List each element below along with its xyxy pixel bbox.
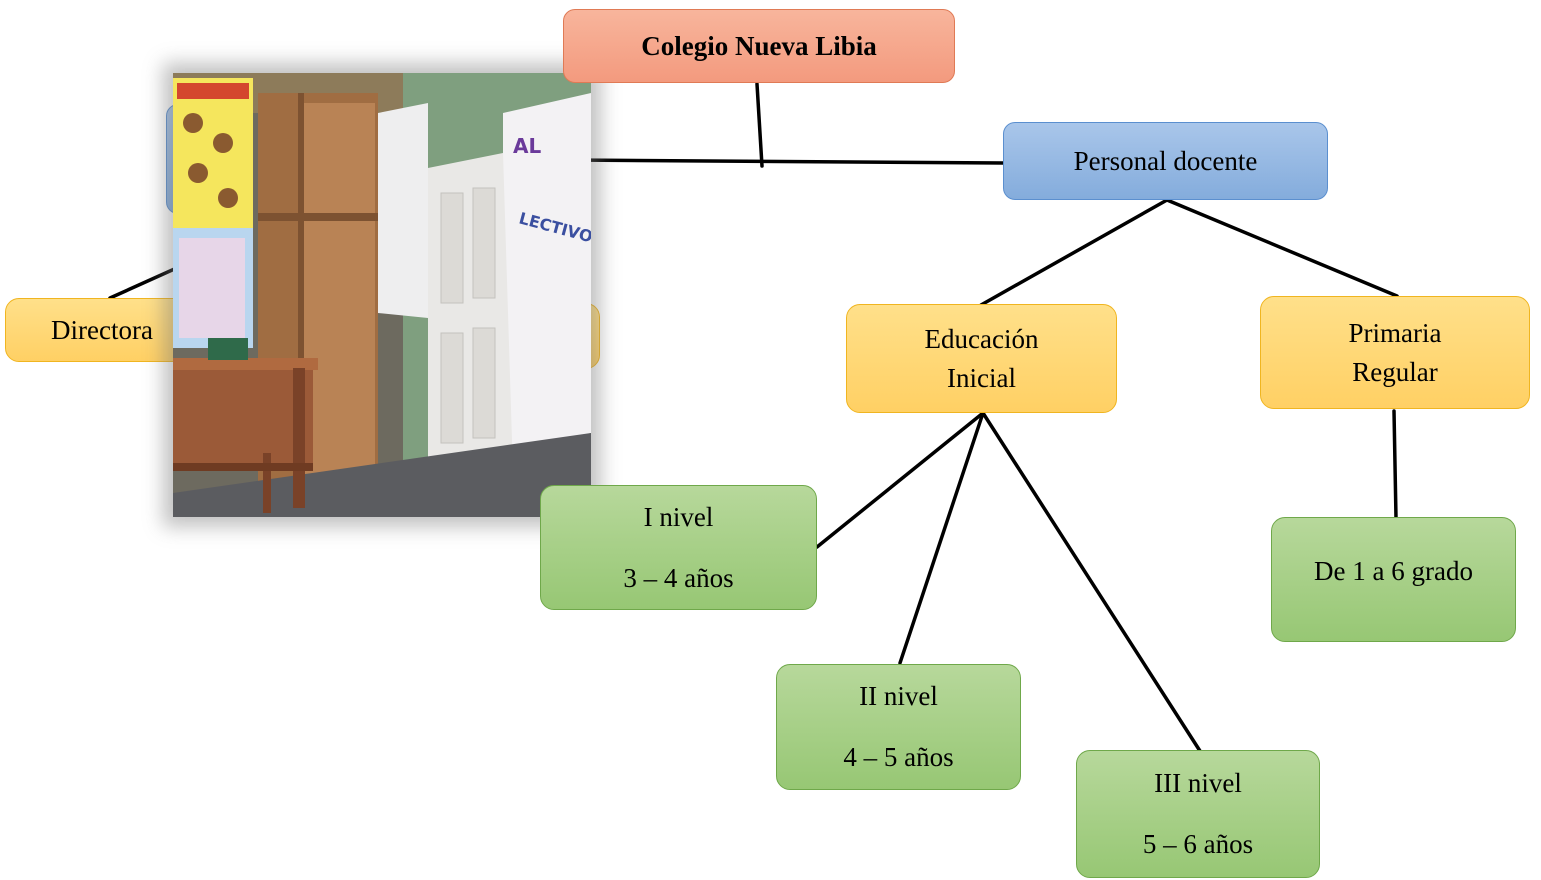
level3-name: III nivel <box>1154 768 1242 798</box>
connector-horizontal <box>568 158 1006 165</box>
level1-node: I nivel 3 – 4 años <box>540 485 817 610</box>
connector-inicial-ii <box>898 411 985 665</box>
connector-staff-inicial <box>979 198 1169 307</box>
root-node: Colegio Nueva Libia <box>563 9 955 83</box>
primary-line1: Primaria <box>1348 317 1442 348</box>
level2-node: II nivel 4 – 5 años <box>776 664 1021 790</box>
level3-node: III nivel 5 – 6 años <box>1076 750 1320 878</box>
initial-education-line2: Inicial <box>947 362 1016 393</box>
staff-label: Personal docente <box>1073 145 1258 176</box>
initial-education-line1: Educación <box>924 323 1039 354</box>
primary-line2: Regular <box>1352 356 1438 387</box>
level2-name: II nivel <box>859 681 938 711</box>
connector-staff-primaria <box>1165 198 1399 298</box>
directora-label: Directora <box>51 314 153 345</box>
grades-node: De 1 a 6 grado <box>1271 517 1516 642</box>
classroom-image: AL LECTIVO <box>173 73 591 517</box>
initial-education-node: Educación Inicial <box>846 304 1117 413</box>
grades-label: De 1 a 6 grado <box>1314 556 1473 586</box>
svg-text:AL: AL <box>513 134 541 158</box>
connector-root-stem <box>755 82 764 168</box>
connector-primaria-grades <box>1392 409 1398 520</box>
level2-ages: 4 – 5 años <box>843 742 954 772</box>
primary-node: Primaria Regular <box>1260 296 1530 409</box>
root-label: Colegio Nueva Libia <box>641 30 877 61</box>
classroom-photo: AL LECTIVO <box>173 73 591 517</box>
level1-ages: 3 – 4 años <box>623 562 734 593</box>
staff-node: Personal docente <box>1003 122 1328 200</box>
connector-inicial-i <box>815 411 985 549</box>
connector-inicial-iii <box>981 411 1202 753</box>
level3-ages: 5 – 6 años <box>1142 829 1254 859</box>
level1-name: I nivel <box>643 501 714 532</box>
